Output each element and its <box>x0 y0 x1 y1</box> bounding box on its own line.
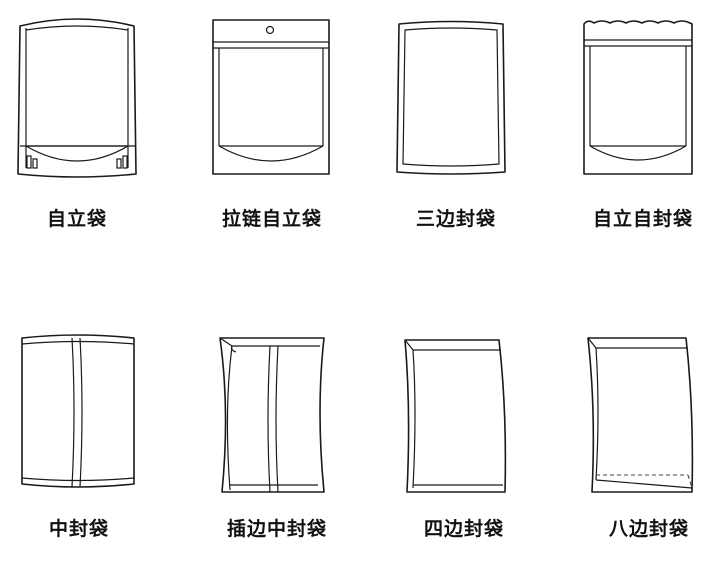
four-side-seal-drawing <box>404 339 507 493</box>
bag-center-seal: 中封袋 <box>14 330 144 545</box>
stand-up-ziplock-drawing <box>583 20 693 175</box>
bag-label: 八边封袋 <box>608 518 689 540</box>
bag-label: 插边中封袋 <box>226 518 327 540</box>
eight-side-seal-drawing <box>587 337 694 493</box>
bag-stand-up-pouch: 自立袋 <box>12 18 142 248</box>
gusset-center-seal-drawing <box>219 337 325 493</box>
zipper-stand-up-pouch-drawing <box>212 19 330 175</box>
center-seal-drawing <box>21 334 135 488</box>
bag-zipper-stand-up-pouch: 拉链自立袋 <box>207 18 337 248</box>
bag-stand-up-ziplock: 自立自封袋 <box>578 18 708 248</box>
bag-label: 四边封袋 <box>423 518 504 540</box>
bag-three-side-seal: 三边封袋 <box>391 18 521 248</box>
bag-label: 自立自封袋 <box>592 208 693 230</box>
three-side-seal-drawing <box>396 20 506 175</box>
bag-eight-side-seal: 八边封袋 <box>584 330 714 545</box>
bag-label: 三边封袋 <box>415 208 496 230</box>
bag-label: 中封袋 <box>48 518 109 540</box>
bag-label: 拉链自立袋 <box>221 208 322 230</box>
bag-label: 自立袋 <box>46 208 107 230</box>
bag-gusset-center-seal: 插边中封袋 <box>212 330 342 545</box>
bag-four-side-seal: 四边封袋 <box>399 330 529 545</box>
stand-up-pouch-drawing <box>17 18 137 178</box>
